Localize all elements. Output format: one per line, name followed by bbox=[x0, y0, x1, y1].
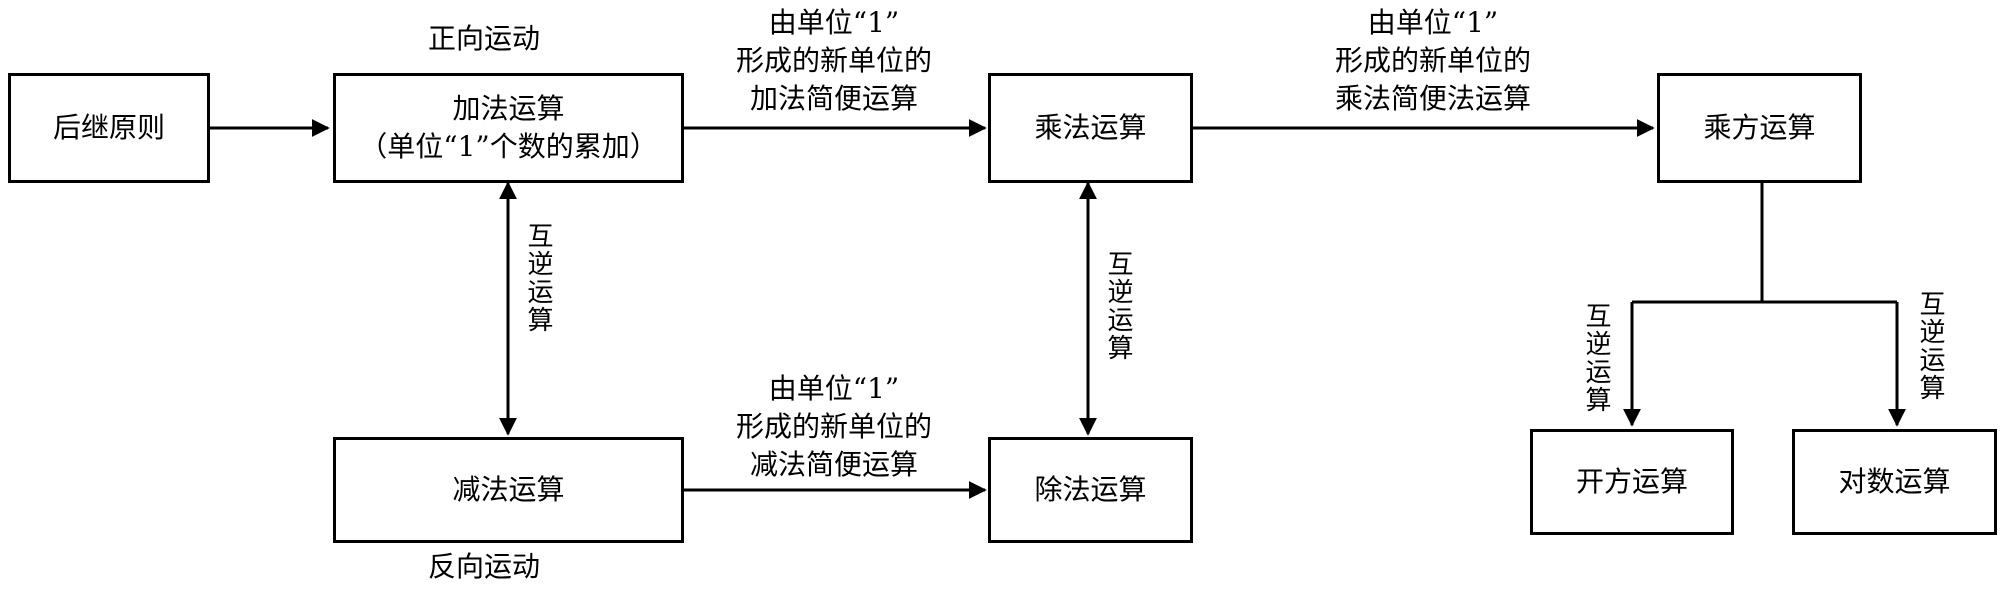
label-multiplication-to-exponentiation: 由单位“1” 形成的新单位的 乘法简便法运算 bbox=[1334, 6, 1531, 115]
node-subtraction: 减法运算 bbox=[333, 437, 684, 543]
label-inverse-add-sub: 互逆运算 bbox=[523, 222, 553, 334]
node-root: 开方运算 bbox=[1530, 429, 1734, 535]
node-logarithm: 对数运算 bbox=[1792, 429, 1997, 535]
label-backward-motion: 反向运动 bbox=[428, 550, 541, 583]
node-successor-principle: 后继原则 bbox=[8, 73, 210, 183]
label-inverse-mul-div: 互逆运算 bbox=[1103, 250, 1133, 362]
label-forward-motion: 正向运动 bbox=[428, 22, 541, 55]
label-inverse-logarithm: 互逆运算 bbox=[1915, 290, 1945, 402]
node-multiplication: 乘法运算 bbox=[988, 73, 1193, 183]
node-exponentiation: 乘方运算 bbox=[1657, 73, 1862, 183]
node-division: 除法运算 bbox=[988, 437, 1193, 543]
label-addition-to-multiplication: 由单位“1” 形成的新单位的 加法简便运算 bbox=[735, 6, 932, 115]
node-addition: 加法运算 （单位“1”个数的累加） bbox=[333, 73, 684, 183]
label-inverse-root: 互逆运算 bbox=[1581, 302, 1611, 414]
label-subtraction-to-division: 由单位“1” 形成的新单位的 减法简便运算 bbox=[735, 372, 932, 481]
